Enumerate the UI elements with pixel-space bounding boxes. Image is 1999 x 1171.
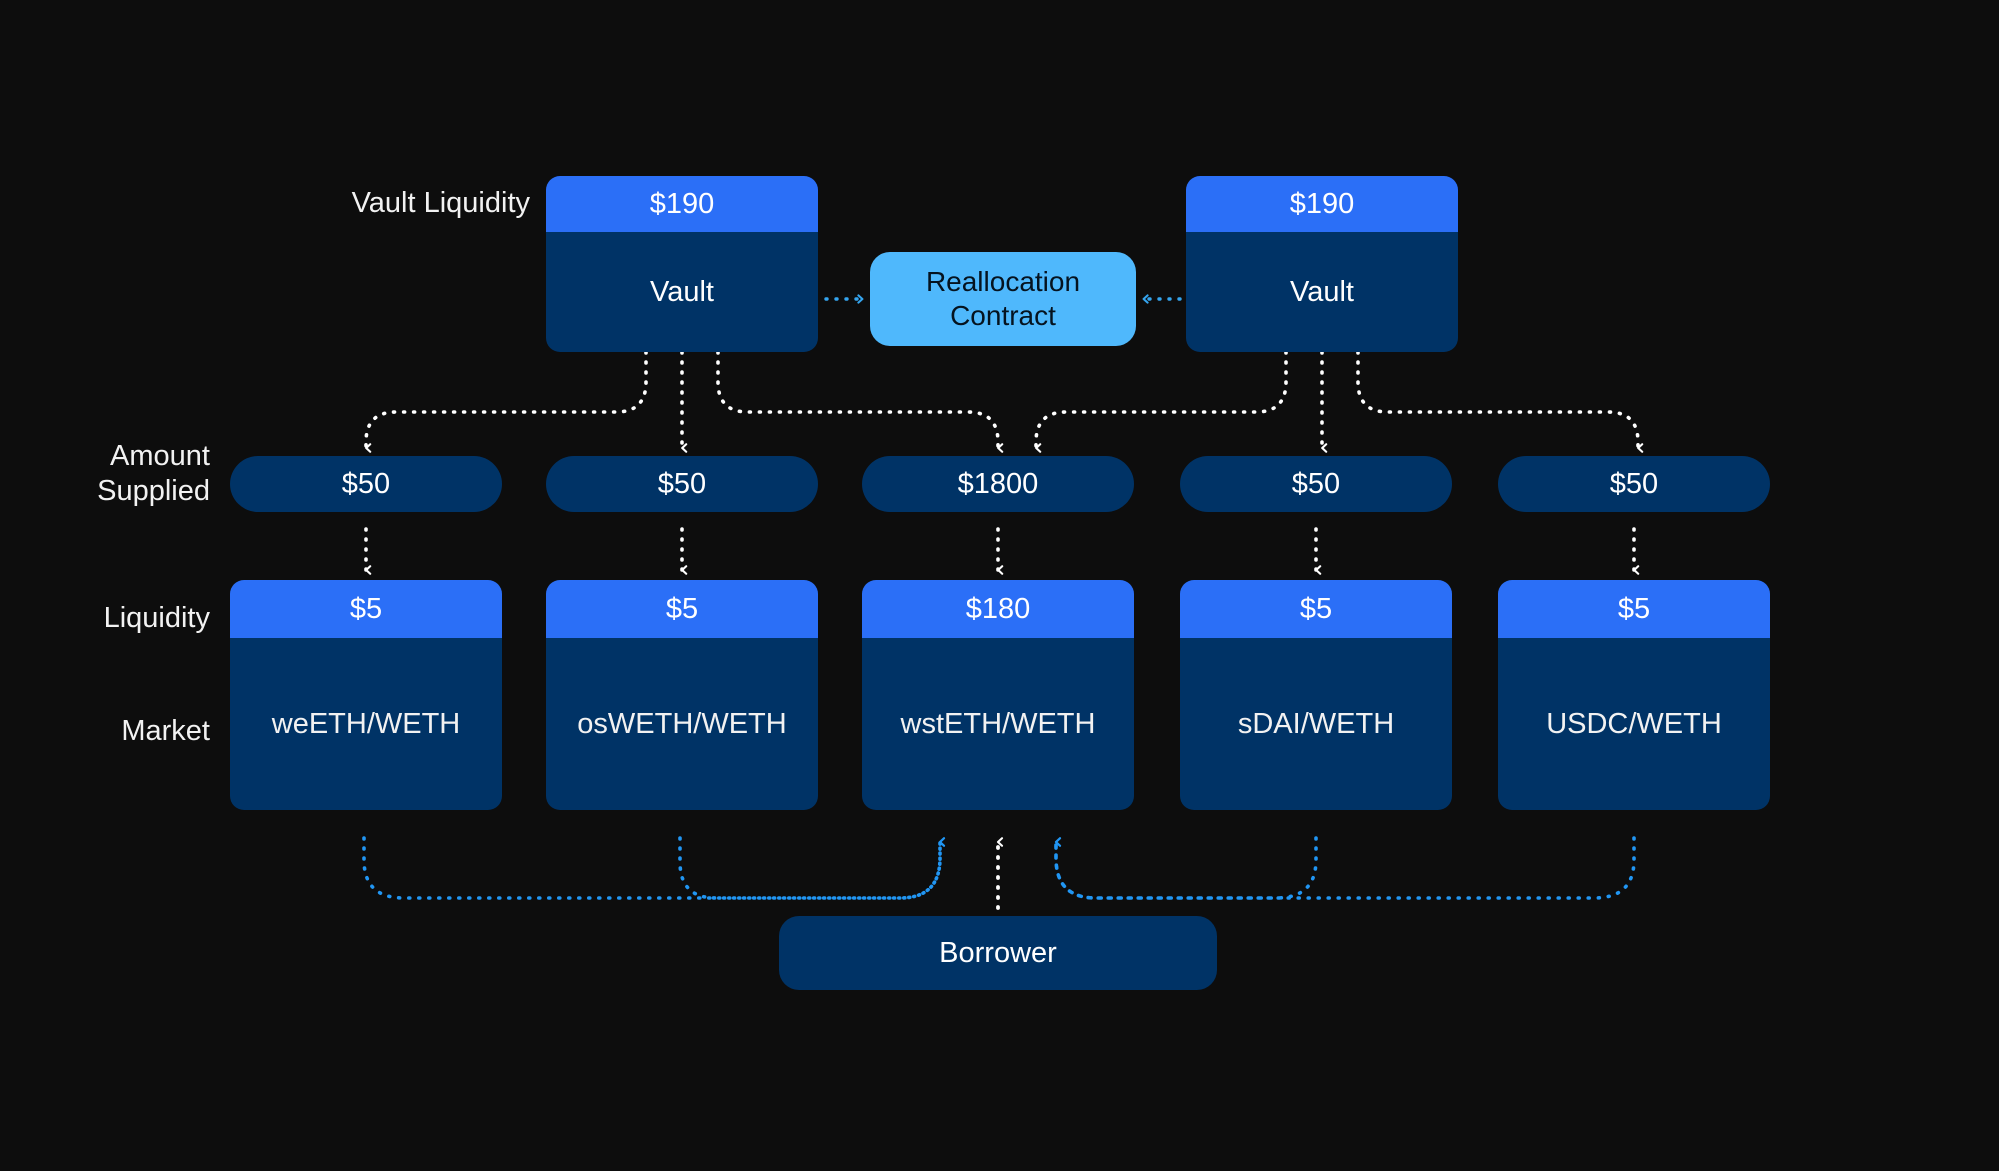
market-liquidity-value: $5 (1180, 580, 1452, 638)
vault-name: Vault (546, 232, 818, 352)
market-card[interactable]: $180 wstETH/WETH (862, 580, 1134, 810)
reallocation-contract-card[interactable]: Reallocation Contract (870, 252, 1136, 346)
market-card[interactable]: $5 weETH/WETH (230, 580, 502, 810)
amount-supplied-pill[interactable]: $50 (230, 456, 502, 512)
market-name: osWETH/WETH (546, 638, 818, 810)
amount-supplied-pill[interactable]: $50 (1498, 456, 1770, 512)
market-liquidity-value: $5 (546, 580, 818, 638)
vault-name: Vault (1186, 232, 1458, 352)
vault-liquidity-value: $190 (1186, 176, 1458, 232)
market-liquidity-value: $5 (230, 580, 502, 638)
amount-supplied-value: $50 (341, 467, 391, 500)
wire-right-vault-supply (1034, 350, 1644, 453)
row-label-vault-liquidity: Vault Liquidity (351, 187, 530, 219)
amount-supplied-pill[interactable]: $1800 (862, 456, 1134, 512)
amount-supplied-value: $1800 (957, 467, 1039, 500)
market-card[interactable]: $5 osWETH/WETH (546, 580, 818, 810)
amount-supplied-pill[interactable]: $50 (1180, 456, 1452, 512)
borrower-card[interactable]: Borrower (779, 916, 1217, 990)
amount-supplied-value: $50 (657, 467, 707, 500)
vault-card-right[interactable]: $190 Vault (1186, 176, 1458, 352)
market-card[interactable]: $5 sDAI/WETH (1180, 580, 1452, 810)
wire-supply-to-market (364, 527, 1640, 575)
vault-card-left[interactable]: $190 Vault (546, 176, 818, 352)
amount-supplied-value: $50 (1609, 467, 1659, 500)
market-liquidity-value: $180 (862, 580, 1134, 638)
row-label-liquidity: Liquidity (103, 602, 210, 634)
row-label-amount-supplied: Amount Supplied (97, 440, 210, 508)
amount-supplied-value: $50 (1291, 467, 1341, 500)
market-name: wstETH/WETH (862, 638, 1134, 810)
market-liquidity-value: $5 (1498, 580, 1770, 638)
amount-supplied-pill[interactable]: $50 (546, 456, 818, 512)
market-name: weETH/WETH (230, 638, 502, 810)
vault-liquidity-value: $190 (546, 176, 818, 232)
reallocation-contract-label: Reallocation Contract (925, 266, 1081, 331)
market-name: sDAI/WETH (1180, 638, 1452, 810)
market-name: USDC/WETH (1498, 638, 1770, 810)
wire-left-vault-supply (364, 350, 1004, 453)
row-label-market: Market (121, 715, 210, 747)
market-card[interactable]: $5 USDC/WETH (1498, 580, 1770, 810)
wire-market-liquidity-flow (362, 836, 1636, 900)
borrower-label: Borrower (939, 936, 1057, 969)
